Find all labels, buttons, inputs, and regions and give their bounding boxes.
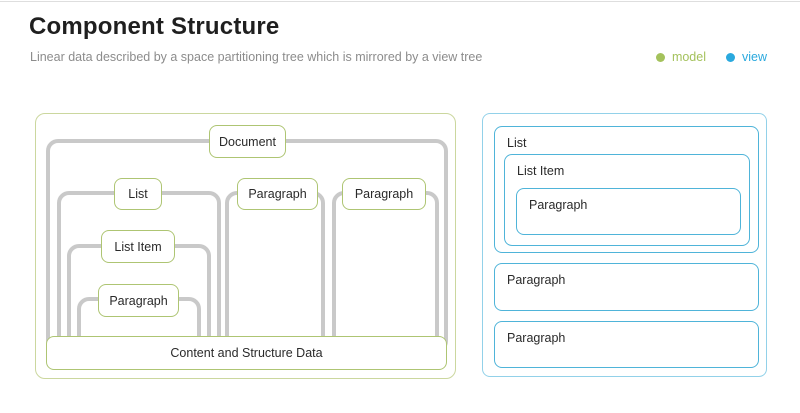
top-divider [0, 1, 800, 2]
model-dot-icon [655, 52, 665, 62]
model-node-paragraph-1: Paragraph [237, 178, 318, 210]
view-node-paragraph-2-label: Paragraph [507, 273, 566, 287]
page-subtitle: Linear data described by a space partiti… [30, 50, 483, 64]
model-tree-panel: Document List Paragraph Paragraph List I… [35, 113, 456, 379]
legend-view-label: view [741, 50, 767, 64]
view-node-paragraph-3-label: Paragraph [507, 331, 566, 345]
view-node-list-item-paragraph: Paragraph [516, 188, 741, 235]
view-node-list-item: List Item Paragraph [504, 154, 750, 246]
view-node-paragraph-3: Paragraph [494, 321, 759, 368]
view-node-list-item-paragraph-label: Paragraph [529, 198, 588, 212]
model-node-document: Document [209, 125, 286, 158]
page-title: Component Structure [29, 13, 280, 40]
model-node-content-data: Content and Structure Data [46, 336, 447, 370]
legend-item-view: view [725, 50, 767, 64]
model-node-list-item: List Item [101, 230, 175, 263]
branch-line-paragraph-2 [332, 191, 439, 353]
view-node-list-item-label: List Item [517, 164, 565, 178]
branch-line-paragraph-1 [225, 191, 325, 353]
view-node-list: List List Item Paragraph [494, 126, 759, 253]
model-node-list-item-paragraph: Paragraph [98, 284, 179, 317]
model-node-paragraph-2: Paragraph [342, 178, 426, 210]
legend: model view [655, 50, 767, 64]
view-node-paragraph-2: Paragraph [494, 263, 759, 311]
legend-item-model: model [655, 50, 706, 64]
model-node-list: List [114, 178, 162, 210]
view-dot-icon [725, 52, 735, 62]
legend-model-label: model [671, 50, 706, 64]
view-tree-panel: List List Item Paragraph Paragraph Parag… [482, 113, 767, 377]
view-node-list-label: List [507, 136, 527, 150]
